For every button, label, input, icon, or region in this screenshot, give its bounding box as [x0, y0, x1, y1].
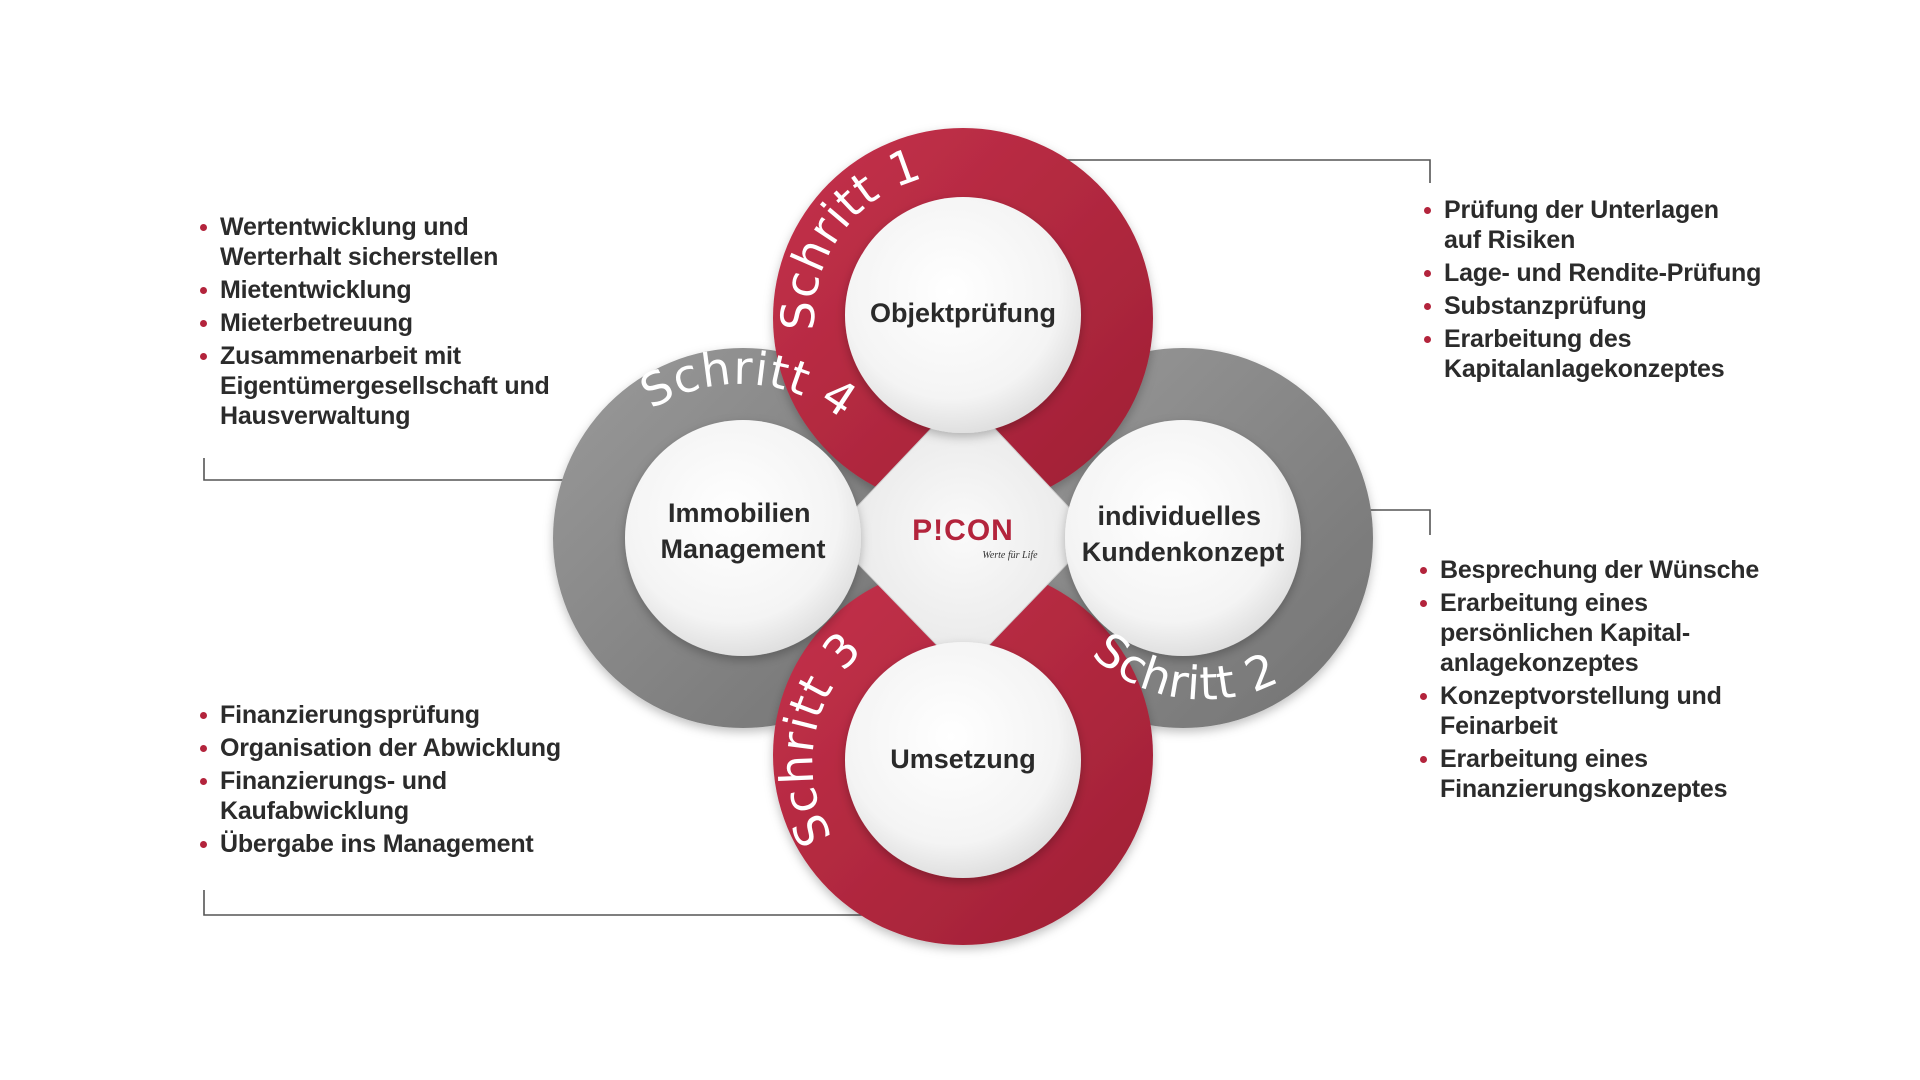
- inner-circles: [625, 197, 1301, 878]
- connector-step3: [203, 890, 940, 916]
- logo-tagline: Werte für Life: [982, 550, 1038, 561]
- list-item: Mieterbetreuung: [200, 308, 560, 338]
- circle-step4: [625, 420, 861, 656]
- list-item: Organisation der Abwicklung: [200, 733, 580, 763]
- circle-step2: [1065, 420, 1301, 656]
- connector-step4: [203, 458, 612, 481]
- list-item: Übergabe ins Management: [200, 829, 580, 859]
- list-item: Mietentwicklung: [200, 275, 560, 305]
- list-item: Konzeptvorstellung und Feinarbeit: [1420, 681, 1780, 741]
- list-item: Wertentwicklung und Werterhalt sicherste…: [200, 212, 560, 272]
- list-item: Substanzprüfung: [1424, 291, 1784, 321]
- list-item: Erarbeitung eines Finanzierungskonzeptes: [1420, 744, 1780, 804]
- list-item: Besprechung der Wünsche: [1420, 555, 1780, 585]
- list-item: Erarbeitung des Kapitalanlagekonzeptes: [1424, 324, 1784, 384]
- title-step4: Immobilien Management: [660, 498, 825, 564]
- circle-step3: [845, 642, 1081, 878]
- list-item: Finanzierungs- und Kaufabwicklung: [200, 766, 580, 826]
- list-item: Prüfung der Unterlagen auf Risiken: [1424, 195, 1784, 255]
- connector-step1: [1018, 159, 1431, 183]
- list-item: Erarbeitung eines persönlichen Kapital- …: [1420, 588, 1780, 678]
- title-step3: Umsetzung: [890, 744, 1036, 774]
- list-item: Lage- und Rendite-Prüfung: [1424, 258, 1784, 288]
- title-step1: Objektprüfung: [870, 298, 1056, 328]
- list-item: Zusammenarbeit mit Eigentümergesellschaf…: [200, 341, 560, 431]
- circle-step1: [845, 197, 1081, 433]
- list-item: Finanzierungsprüfung: [200, 700, 580, 730]
- title-step2: individuelles Kundenkonzept: [1082, 501, 1285, 567]
- picon-logo: P!CON Werte für Life: [912, 514, 1038, 561]
- logo-wordmark: P!CON: [912, 514, 1014, 547]
- list-step4: Wertentwicklung und Werterhalt sicherste…: [200, 212, 560, 434]
